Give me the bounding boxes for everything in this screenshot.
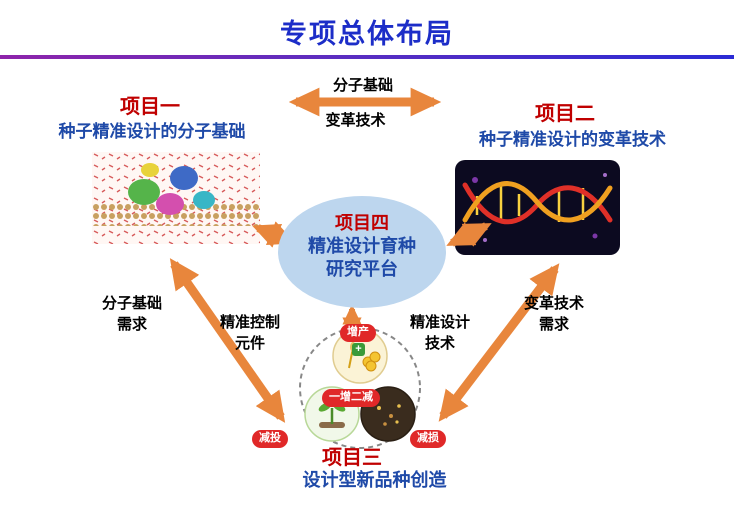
slide-title: 专项总体布局: [280, 19, 454, 49]
project3-crops-image: [299, 327, 421, 449]
label-molecular-basis-top: 分子基础: [332, 77, 393, 94]
project2-dna-image: [455, 160, 620, 255]
project4-line1: 精准设计育种: [308, 236, 416, 256]
label-line: 精准控制: [219, 314, 280, 331]
project4-platform-ellipse: 项目四 精准设计育种 研究平台: [278, 196, 446, 308]
label-line: 需求: [116, 316, 147, 333]
badge-one-increase-two-decrease: 一增二减: [322, 389, 380, 407]
title-underline: [0, 55, 734, 59]
project4-title: 项目四: [335, 213, 389, 233]
project1-title: 项目一: [120, 96, 180, 118]
project3-subtitle: 设计型新品种创造: [302, 470, 447, 490]
project1-molecular-image: [92, 152, 260, 244]
plus-icon: +: [352, 343, 365, 356]
label-line: 技术: [424, 335, 455, 352]
project2-subtitle: 种子精准设计的变革技术: [479, 130, 666, 149]
badge-increase-yield: 增产: [340, 324, 376, 342]
project3-title: 项目三: [322, 447, 382, 469]
label-precision-design-technology: 精准设计 技术: [376, 312, 504, 354]
label-line: 精准设计: [409, 314, 470, 331]
label-line: 元件: [234, 335, 265, 352]
badge-reduce-loss: 减损: [410, 430, 446, 448]
label-line: 变革技术: [523, 295, 584, 312]
project4-line2: 研究平台: [326, 258, 398, 279]
label-transformative-technology-needs: 变革技术 需求: [488, 293, 620, 335]
label-line: 需求: [538, 316, 569, 333]
project2-title: 项目二: [535, 103, 595, 125]
project1-subtitle: 种子精准设计的分子基础: [58, 122, 246, 141]
label-transformative-tech-top: 变革技术: [325, 112, 386, 129]
label-precision-control-elements: 精准控制 元件: [186, 312, 314, 354]
badge-reduce-input: 减投: [252, 430, 288, 448]
label-line: 分子基础: [101, 295, 162, 312]
label-molecular-basis-needs: 分子基础 需求: [62, 293, 202, 335]
